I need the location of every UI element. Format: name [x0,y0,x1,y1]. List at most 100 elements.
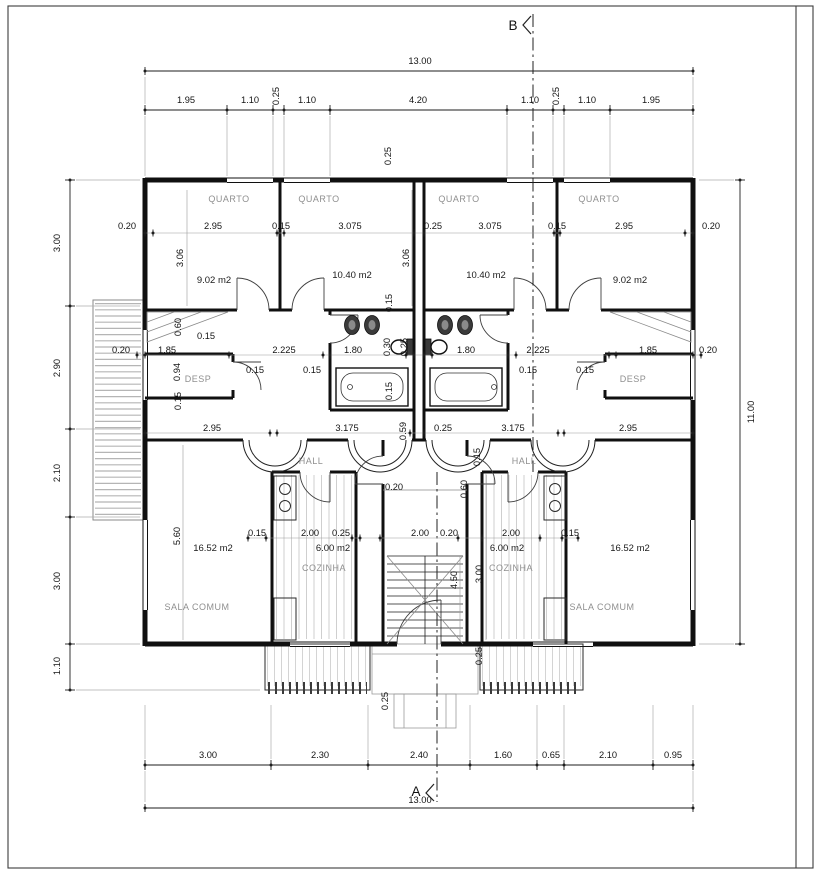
dim-left-seg: 3.00 [52,234,62,252]
dim-top-seg: 0.25 [271,87,281,105]
dim-lower-seg: 2.00 [411,528,429,538]
dim-lower-seg: 0.20 [440,528,458,538]
section-line-B [522,14,534,472]
section-marker-b: B [508,18,517,33]
dim-misc: 0.60 [459,480,469,498]
entry-porch [371,643,479,729]
dim-desp-seg: 0.15 [246,365,264,375]
staircase [383,489,467,645]
dim-top-seg: 1.95 [177,95,195,105]
bathtub-icon [335,367,409,407]
dim-mid-seg: 1.80 [457,345,475,355]
dim-mid-seg: 1.85 [639,345,657,355]
room-area: 10.40 m2 [466,270,506,281]
dim-wall-seg: 0.20 [118,221,136,231]
room-label-desp: DESP [620,374,647,384]
room-area: 9.02 m2 [613,275,647,286]
dim-left-seg: 2.90 [52,359,62,377]
dim-mid-seg: 1.80 [344,345,362,355]
dim-bottom-seg: 2.10 [599,750,617,760]
dim-misc: 3.06 [401,249,411,267]
stove-icon [273,597,297,641]
interior-walls [145,180,693,644]
dim-misc: 0.15 [197,331,215,341]
dim-wall-seg: 0.25 [424,221,442,231]
exterior-stair-hatch [92,299,144,521]
dim-misc: 3.00 [474,565,484,583]
room-label-hall: HALL [512,456,537,466]
dim-misc: 0.25 [474,647,484,665]
dim-top-seg: 1.10 [298,95,316,105]
room-label-quarto: QUARTO [298,194,339,204]
dim-mid-seg: 2.225 [272,345,295,355]
dim-top-seg: 1.10 [521,95,539,105]
room-label-quarto: QUARTO [208,194,249,204]
dim-top [143,67,695,176]
dim-misc: 3.06 [175,249,185,267]
room-area: 6.00 m2 [316,543,350,554]
dim-wall-seg: 0.20 [702,221,720,231]
dim-misc: 0.25 [380,692,390,710]
stove-icon [543,597,567,641]
labels: 13.00 13.00 11.00 B A 1.95 1.10 0.25 1.1… [52,18,756,805]
dim-mid-seg: 0.20 [699,345,717,355]
dim-bottom-seg: 3.00 [199,750,217,760]
dim-left-seg: 1.10 [52,657,62,675]
dim-bottom-seg: 0.95 [664,750,682,760]
dim-misc: 0.59 [398,422,408,440]
room-label-quarto: QUARTO [438,194,479,204]
room-label-sala: SALA COMUM [164,602,229,612]
room-area: 9.02 m2 [197,275,231,286]
dim-bottom-seg: 0.65 [542,750,560,760]
dim-top-seg: 1.10 [241,95,259,105]
dim-misc: 0.20 [385,482,403,492]
dim-top-seg: 4.20 [409,95,427,105]
windows [142,177,696,647]
room-area: 16.52 m2 [610,543,650,554]
section-arrow-icon [522,15,532,35]
exterior-walls [142,177,696,647]
bathroom-fixtures [335,315,503,407]
room-area: 6.00 m2 [490,543,524,554]
dim-misc: 0.15 [384,294,394,312]
dim-mid-seg: 0.20 [112,345,130,355]
dim-desp-seg: 0.15 [519,365,537,375]
dim-misc: 0.94 [172,363,182,381]
section-line-A [425,472,438,802]
dim-top-seg: 0.25 [551,87,561,105]
sheet-border [7,5,814,869]
room-area: 16.52 m2 [193,543,233,554]
dim-misc: 0.25 [383,147,393,165]
counter-sink-icon [273,475,297,521]
dim-desp-seg: 0.15 [576,365,594,375]
section-marker-a: A [411,784,420,799]
dim-corridor-seg: 3.175 [335,423,358,433]
dim-mid-seg: 0.25 [399,338,409,356]
dim-lower-seg: 0.15 [248,528,266,538]
wardrobe-left [146,311,229,343]
dim-wall-seg: 0.15 [548,221,566,231]
dim-mid-seg: 2.225 [526,345,549,355]
room-label-desp: DESP [185,374,212,384]
dim-lower-seg: 0.15 [561,528,579,538]
room-area: 10.40 m2 [332,270,372,281]
wardrobe-right [609,311,692,343]
dim-mid-seg: 0.30 [382,338,392,356]
dim-lower-seg: 0.25 [332,528,350,538]
room-label-cozinha: COZINHA [302,563,346,573]
dim-corridor-seg: 2.95 [203,423,221,433]
dim-right-total: 11.00 [746,401,756,424]
dim-misc: 0.15 [173,392,183,410]
hall-arches [242,439,596,473]
dim-right [699,178,745,646]
dim-top-total: 13.00 [408,56,431,66]
toilet-icon [424,338,432,356]
room-label-cozinha: COZINHA [489,563,533,573]
dim-wall-seg: 3.075 [338,221,361,231]
room-label-quarto: QUARTO [578,194,619,204]
dim-corridor-seg: 3.175 [501,423,524,433]
dim-wall-seg: 0.15 [272,221,290,231]
dim-bottom [143,705,695,812]
